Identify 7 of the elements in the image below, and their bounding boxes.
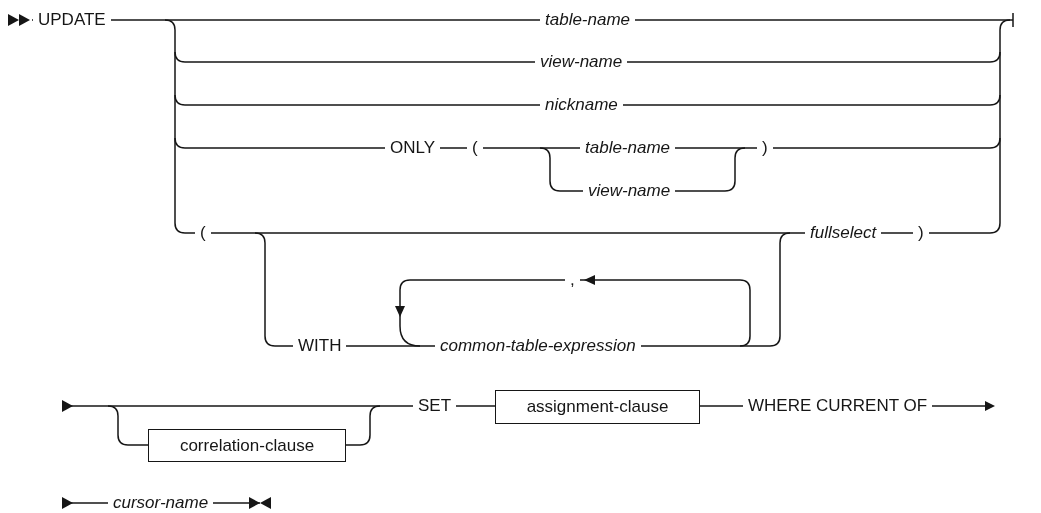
- syntax-variable: common-table-expression: [435, 336, 641, 356]
- syntax-keyword: ): [913, 223, 929, 243]
- syntax-keyword: (: [467, 138, 483, 158]
- syntax-keyword: ): [757, 138, 773, 158]
- syntax-fragment-box: assignment-clause: [495, 390, 700, 424]
- syntax-keyword: (: [195, 223, 211, 243]
- syntax-fragment-box: correlation-clause: [148, 429, 346, 462]
